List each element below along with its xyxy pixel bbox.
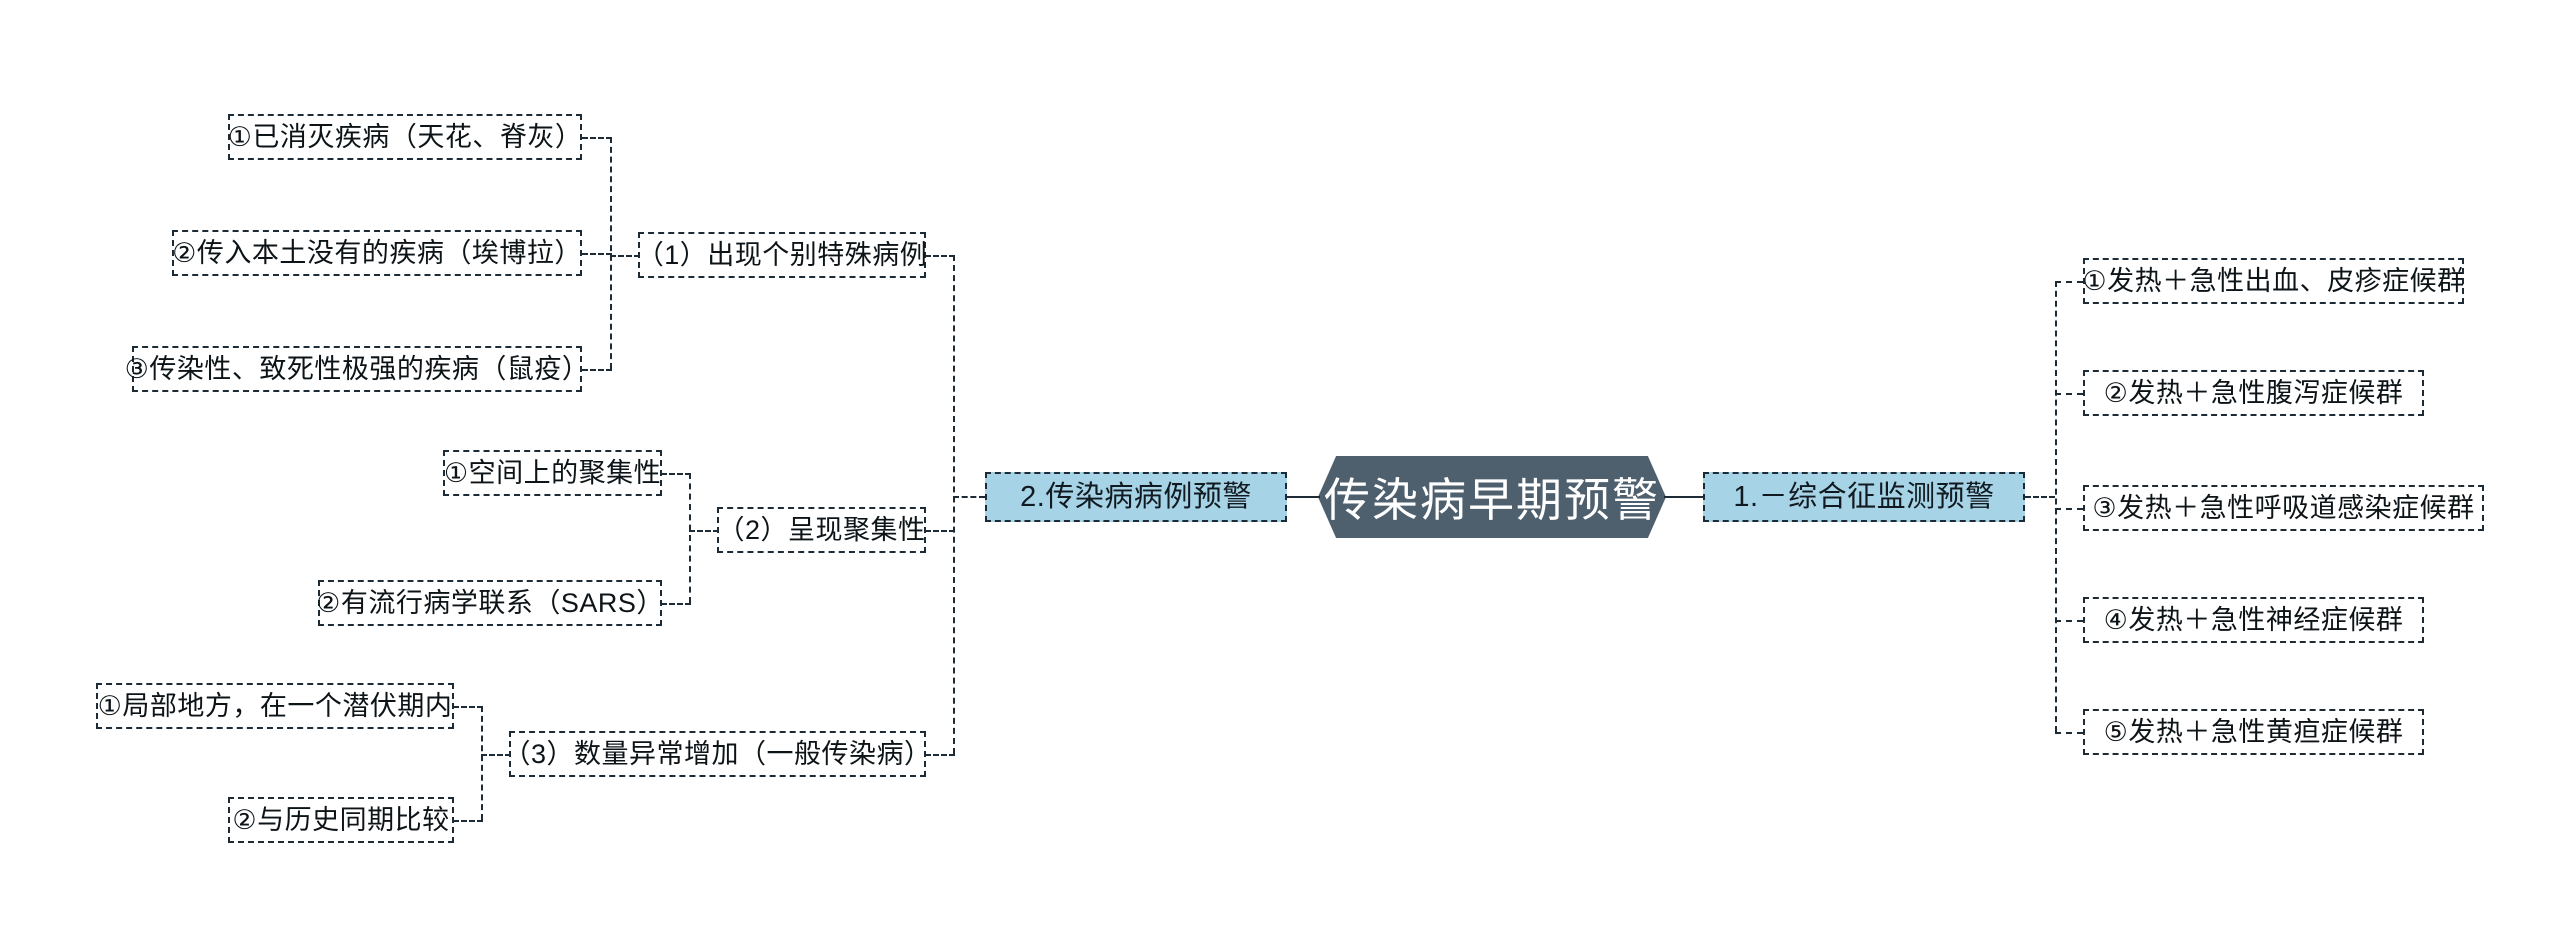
leaf-left-g1-3[interactable]: ③传染性、致死性极强的疾病（鼠疫） bbox=[125, 346, 589, 392]
leaf-left-g2-1[interactable]: ①空间上的聚集性 bbox=[443, 450, 662, 496]
connector-group3-spine bbox=[481, 706, 483, 820]
leaf-left-g3-1[interactable]: ①局部地方，在一个潜伏期内 bbox=[96, 683, 454, 729]
group-left-2[interactable]: （2）呈现聚集性 bbox=[717, 507, 926, 553]
connector-right-child-3 bbox=[2055, 508, 2083, 510]
leaf-left-g3-2[interactable]: ②与历史同期比较 bbox=[228, 797, 454, 843]
connector-group1-stub bbox=[610, 255, 640, 257]
connector-group2-child-1 bbox=[661, 473, 691, 475]
leaf-right-5[interactable]: ⑤发热＋急性黄疸症候群 bbox=[2083, 709, 2424, 755]
connector-left-group-1 bbox=[925, 255, 955, 257]
connector-left-branch-stub bbox=[953, 496, 985, 498]
branch-right-syndromic-surveillance[interactable]: 1.－综合征监测预警 bbox=[1703, 472, 2025, 522]
connector-group3-child-2 bbox=[453, 820, 483, 822]
connector-group3-child-1 bbox=[453, 706, 483, 708]
connector-left-spine bbox=[953, 255, 955, 754]
connector-right-child-1 bbox=[2055, 281, 2083, 283]
connector-group2-child-2 bbox=[661, 603, 691, 605]
leaf-left-g1-1[interactable]: ①已消灭疾病（天花、脊灰） bbox=[228, 114, 582, 160]
leaf-left-g1-2[interactable]: ②传入本土没有的疾病（埃博拉） bbox=[172, 230, 582, 276]
connector-root-to-left-branch bbox=[1286, 496, 1320, 498]
connector-group3-stub bbox=[481, 754, 511, 756]
connector-right-branch-stub bbox=[2025, 496, 2055, 498]
connector-root-to-right-branch bbox=[1664, 496, 1704, 498]
group-left-3[interactable]: （3）数量异常增加（一般传染病） bbox=[504, 731, 931, 777]
leaf-right-1[interactable]: ①发热＋急性出血、皮疹症候群 bbox=[2082, 258, 2464, 304]
connector-group2-spine bbox=[689, 473, 691, 603]
leaf-right-4[interactable]: ④发热＋急性神经症候群 bbox=[2083, 597, 2424, 643]
connector-group1-child-2 bbox=[582, 253, 612, 255]
connector-right-spine bbox=[2055, 281, 2057, 732]
connector-left-group-2 bbox=[925, 530, 955, 532]
root-node-infectious-disease-early-warning[interactable]: 传染病早期预警 bbox=[1318, 456, 1666, 538]
leaf-left-g2-2[interactable]: ②有流行病学联系（SARS） bbox=[316, 580, 663, 626]
connector-group2-stub bbox=[689, 530, 719, 532]
connector-right-child-2 bbox=[2055, 393, 2083, 395]
group-left-1[interactable]: （1）出现个别特殊病例 bbox=[637, 232, 927, 278]
connector-right-child-4 bbox=[2055, 620, 2083, 622]
connector-left-group-3 bbox=[925, 754, 955, 756]
connector-right-child-5 bbox=[2055, 732, 2083, 734]
connector-group1-child-1 bbox=[582, 137, 612, 139]
leaf-right-3[interactable]: ③发热＋急性呼吸道感染症候群 bbox=[2083, 485, 2484, 531]
leaf-right-2[interactable]: ②发热＋急性腹泻症候群 bbox=[2083, 370, 2424, 416]
branch-left-case-warning[interactable]: 2.传染病病例预警 bbox=[985, 472, 1287, 522]
connector-group1-child-3 bbox=[582, 369, 612, 371]
